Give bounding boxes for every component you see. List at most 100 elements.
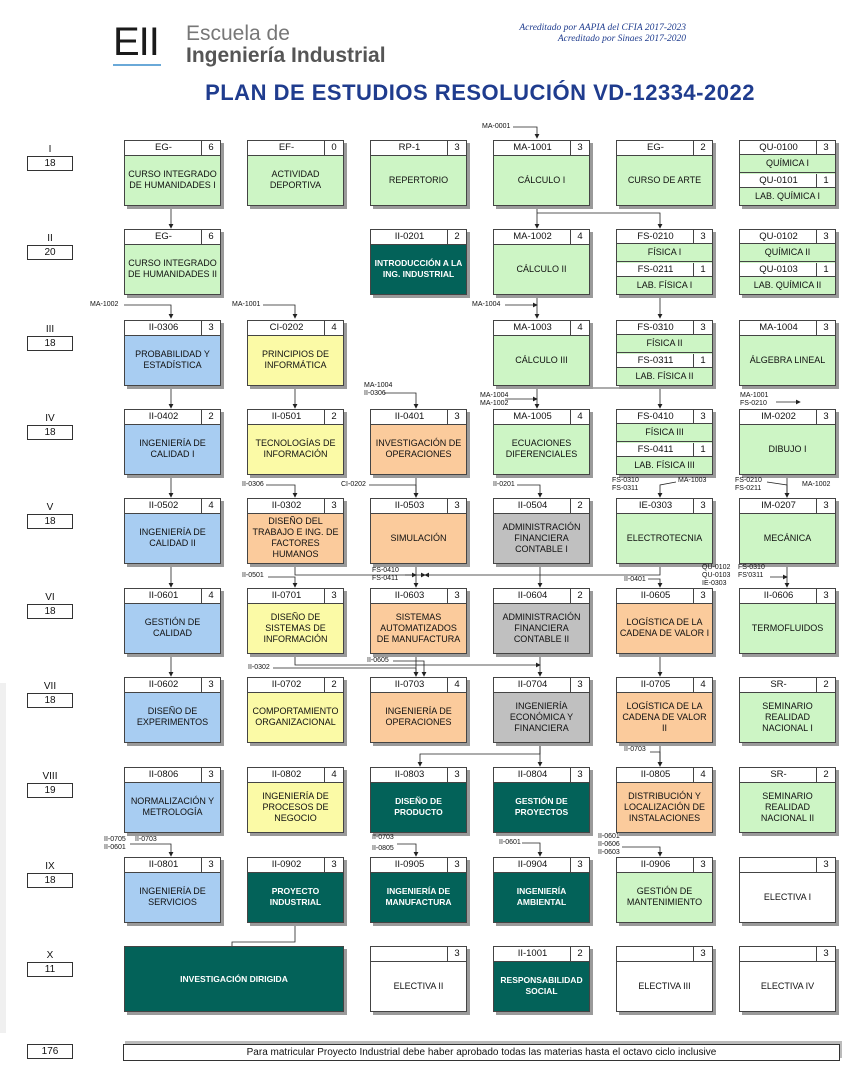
course-code: II-0502 bbox=[125, 499, 202, 514]
prereq-label: II-0601 bbox=[598, 833, 620, 840]
course-code bbox=[617, 947, 694, 962]
course-name: ELECTIVA II bbox=[393, 980, 444, 991]
course-credits: 3 bbox=[324, 499, 343, 514]
prereq-label: II-0603 bbox=[598, 849, 620, 856]
course-credits: 3 bbox=[816, 589, 835, 604]
course-credits: 3 bbox=[447, 589, 466, 604]
course-box-[interactable]: INVESTIGACIÓN DIRIGIDA bbox=[124, 946, 344, 1012]
course-code bbox=[371, 947, 448, 962]
course-credits: 3 bbox=[816, 230, 835, 244]
course-name: GESTIÓN DE CALIDAD bbox=[144, 617, 201, 638]
prereq-label: MA-1001 bbox=[740, 392, 769, 399]
semester-credits: 20 bbox=[27, 245, 73, 260]
course-name: TERMOFLUIDOS bbox=[751, 622, 824, 633]
course-credits: 3 bbox=[201, 858, 220, 873]
prereq-label: II-0201 bbox=[493, 481, 515, 488]
course-name: CURSO INTEGRADO DE HUMANIDADES I bbox=[128, 169, 217, 190]
course-credits: 6 bbox=[201, 141, 220, 156]
course-code bbox=[740, 858, 817, 873]
course-name: INGENIERÍA DE OPERACIONES bbox=[385, 706, 452, 727]
course-code: QU-0102 bbox=[740, 230, 817, 244]
course-code: EG- bbox=[125, 230, 202, 245]
semester-credits: 18 bbox=[27, 693, 73, 708]
course-code: II-0602 bbox=[125, 678, 202, 693]
course-credits: 2 bbox=[201, 410, 220, 425]
prereq-label: MA-0001 bbox=[482, 123, 511, 130]
course-name: ADMINISTRACIÓN FINANCIERA CONTABLE I bbox=[502, 521, 581, 554]
course-code: MA-1005 bbox=[494, 410, 571, 425]
course-name: INVESTIGACIÓN DIRIGIDA bbox=[180, 973, 288, 984]
course-code: QU-0103 bbox=[740, 263, 817, 277]
course-name: CÁLCULO III bbox=[515, 354, 568, 365]
course-code: II-0803 bbox=[371, 768, 448, 783]
course-code: MA-1004 bbox=[740, 321, 817, 336]
